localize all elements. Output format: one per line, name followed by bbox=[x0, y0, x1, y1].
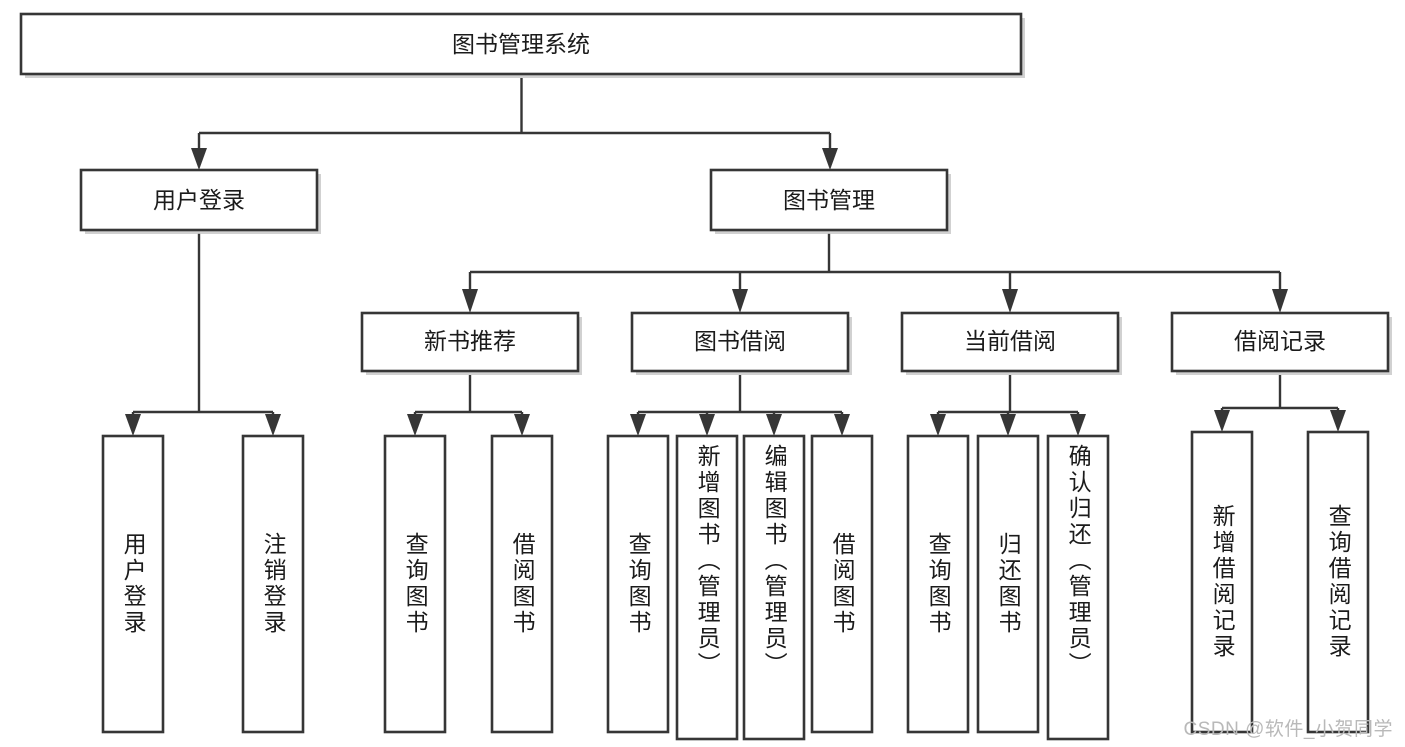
csdn-watermark: CSDN @软件_小贺同学 bbox=[1183, 719, 1393, 740]
node-borrow-record-box[interactable] bbox=[1170, 311, 1390, 373]
node-leaf-return-book-box[interactable] bbox=[976, 434, 1040, 734]
arrow-to-leaf-add-record bbox=[1214, 410, 1230, 432]
arrow-to-leaf-borrow-book-rec bbox=[514, 414, 530, 436]
node-book-borrow-box[interactable] bbox=[630, 311, 850, 373]
node-leaf-user-login-box[interactable] bbox=[101, 434, 165, 734]
node-leaf-add-record-box[interactable] bbox=[1190, 430, 1254, 734]
arrow-to-leaf-add-book bbox=[699, 414, 715, 436]
node-leaf-query-book-borrow-box[interactable] bbox=[606, 434, 670, 734]
node-root-box[interactable] bbox=[19, 12, 1023, 76]
node-leaf-query-record-box[interactable] bbox=[1306, 430, 1370, 734]
node-leaf-borrow-book-box[interactable] bbox=[810, 434, 874, 734]
arrow-to-book-borrow bbox=[732, 289, 748, 313]
node-user-login-box[interactable] bbox=[79, 168, 319, 232]
arrow-to-leaf-query-book-current bbox=[930, 414, 946, 436]
node-leaf-borrow-book-rec-box[interactable] bbox=[490, 434, 554, 734]
node-root-label: 图书管理系统 bbox=[452, 31, 590, 57]
arrow-to-leaf-query-record bbox=[1330, 410, 1346, 432]
arrow-to-current-borrow bbox=[1002, 289, 1018, 313]
node-layer: 图书管理系统 用户登录 图书管理 新书推荐 图书借阅 当前借阅 借阅记录 bbox=[19, 12, 1392, 741]
node-leaf-edit-book-box[interactable] bbox=[742, 434, 806, 741]
node-book-management-label: 图书管理 bbox=[783, 187, 875, 213]
node-leaf-user-logout-box[interactable] bbox=[241, 434, 305, 734]
connector-layer bbox=[125, 78, 1346, 436]
node-leaf-query-book-current-box[interactable] bbox=[906, 434, 970, 734]
arrow-to-user-login bbox=[191, 148, 207, 170]
arrow-to-leaf-borrow-book bbox=[834, 414, 850, 436]
node-current-borrow-box[interactable] bbox=[900, 311, 1120, 373]
node-leaf-query-book-rec-box[interactable] bbox=[383, 434, 447, 734]
node-leaf-confirm-return-box[interactable] bbox=[1046, 434, 1110, 741]
node-current-borrow-label: 当前借阅 bbox=[964, 328, 1056, 354]
node-book-management-box[interactable] bbox=[709, 168, 949, 232]
node-borrow-record-label: 借阅记录 bbox=[1234, 328, 1326, 354]
node-book-borrow-label: 图书借阅 bbox=[694, 328, 786, 354]
node-user-login-label: 用户登录 bbox=[153, 187, 245, 213]
arrow-to-leaf-user-login bbox=[125, 414, 141, 436]
arrow-to-borrow-record bbox=[1272, 289, 1288, 313]
arrow-to-leaf-query-book-rec bbox=[407, 414, 423, 436]
arrow-to-leaf-return-book bbox=[1000, 414, 1016, 436]
node-leaf-add-book-box[interactable] bbox=[675, 434, 739, 741]
node-new-book-recommend-box[interactable] bbox=[360, 311, 580, 373]
arrow-to-book-management bbox=[822, 148, 838, 170]
arrow-to-leaf-edit-book bbox=[766, 414, 782, 436]
node-new-book-recommend-label: 新书推荐 bbox=[424, 328, 516, 354]
arrow-to-new-book-recommend bbox=[462, 289, 478, 313]
arrow-to-leaf-user-logout bbox=[265, 414, 281, 436]
arrow-to-leaf-query-book-borrow bbox=[630, 414, 646, 436]
arrow-to-leaf-confirm-return bbox=[1070, 414, 1086, 436]
